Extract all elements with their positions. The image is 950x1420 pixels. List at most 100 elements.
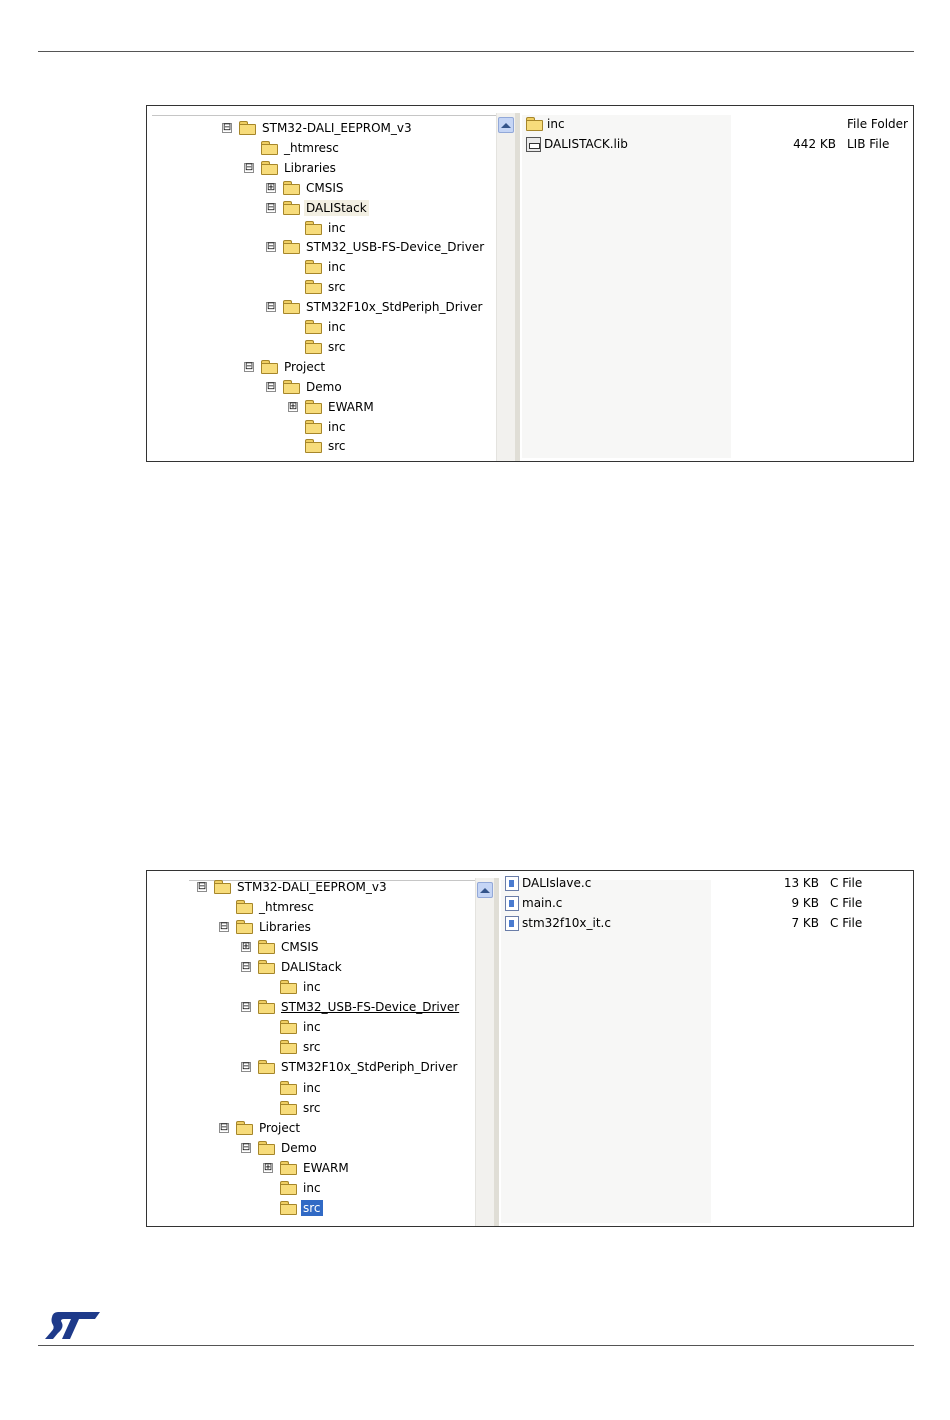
file-type: File Folder — [847, 117, 908, 131]
tree-node[interactable]: ⊟ Demo — [266, 377, 344, 397]
tree-node[interactable]: src — [263, 1198, 323, 1218]
c-file-icon — [505, 875, 519, 891]
collapse-minus-icon[interactable]: ⊟ — [197, 881, 207, 892]
expand-plus-icon[interactable]: ⊞ — [241, 941, 251, 953]
expand-plus-icon[interactable]: ⊞ — [263, 1161, 273, 1173]
tree-node-label: inc — [328, 419, 346, 434]
tree-node[interactable]: ⊞CMSIS — [266, 178, 346, 198]
tree-node[interactable]: inc — [263, 1017, 323, 1037]
expand-plus-icon[interactable]: ⊞ — [266, 181, 276, 193]
file-size: 7 KB — [791, 916, 819, 930]
tree-node[interactable]: src — [288, 277, 348, 297]
tree-node[interactable]: inc — [288, 317, 348, 337]
collapse-minus-icon[interactable]: ⊟ — [241, 961, 251, 973]
explorer-window-demo-src: ⊟STM32-DALI_EEPROM_v3_htmresc⊟Libraries⊞… — [146, 870, 914, 1227]
tree-node[interactable]: ⊟Project — [244, 357, 327, 377]
tree-node-label: inc — [303, 980, 321, 995]
tree-node[interactable]: ⊟ STM32F10x_StdPeriph_Driver — [266, 297, 484, 317]
tree-node[interactable]: inc — [263, 1178, 323, 1198]
collapse-minus-icon[interactable]: ⊟ — [241, 1141, 251, 1153]
tree-node-label: EWARM — [328, 399, 374, 414]
tree-node[interactable]: inc — [263, 977, 323, 997]
tree-node-label: src — [303, 1100, 321, 1115]
tree-node-label: src — [328, 280, 346, 295]
c-file-icon — [505, 895, 519, 911]
tree-node-label: inc — [303, 1180, 321, 1195]
expand-plus-icon[interactable]: ⊞ — [288, 400, 298, 412]
collapse-minus-icon[interactable]: ⊟ — [266, 301, 276, 313]
tree-header-line — [152, 115, 496, 116]
tree-node-label: _htmresc — [284, 140, 339, 155]
tree-node-label: STM32F10x_StdPeriph_Driver — [306, 300, 483, 315]
tree-node-label: DALIStack — [304, 199, 369, 216]
file-name: DALISTACK.lib — [544, 137, 628, 151]
scroll-up-arrow-icon[interactable] — [498, 117, 514, 133]
c-file-icon — [505, 915, 519, 931]
folder-icon — [283, 200, 300, 215]
file-size: 442 KB — [793, 137, 836, 151]
collapse-minus-icon[interactable]: ⊟ — [244, 360, 254, 372]
tree-node-label: EWARM — [303, 1160, 349, 1175]
folder-tree: ⊟STM32-DALI_EEPROM_v3_htmresc⊟Libraries⊞… — [189, 871, 475, 1226]
tree-node[interactable]: ⊟DALIStack — [241, 957, 344, 977]
tree-node[interactable]: ⊟ STM32F10x_StdPeriph_Driver — [241, 1057, 459, 1077]
folder-icon — [280, 980, 297, 995]
tree-node[interactable]: ⊞ EWARM — [288, 397, 376, 417]
collapse-minus-icon[interactable]: ⊟ — [266, 201, 276, 213]
tree-node[interactable]: src — [288, 337, 348, 357]
tree-node[interactable]: ⊟ Demo — [241, 1138, 319, 1158]
file-name-cell: inc — [526, 114, 565, 134]
folder-icon — [261, 359, 278, 374]
folder-icon — [305, 320, 322, 334]
tree-node[interactable]: inc — [263, 1078, 323, 1098]
tree-scrollbar[interactable] — [475, 878, 495, 1226]
collapse-minus-icon[interactable]: ⊟ — [241, 1001, 251, 1013]
tree-node[interactable]: ⊞ EWARM — [263, 1158, 351, 1178]
collapse-minus-icon[interactable]: ⊟ — [222, 122, 232, 133]
tree-node[interactable]: ⊟STM32_USB-FS-Device_Driver — [241, 997, 461, 1017]
folder-tree: ⊟STM32-DALI_EEPROM_v3_htmresc⊟Libraries⊞… — [152, 106, 496, 461]
tree-node[interactable]: ⊟Project — [219, 1118, 302, 1138]
tree-node[interactable]: src — [263, 1037, 323, 1057]
folder-icon — [258, 940, 275, 955]
tree-node[interactable]: src — [263, 1098, 323, 1118]
tree-node[interactable]: ⊟STM32-DALI_EEPROM_v3 — [197, 877, 389, 897]
pane-splitter[interactable] — [494, 878, 499, 1226]
collapse-minus-icon[interactable]: ⊟ — [266, 380, 276, 392]
folder-icon — [305, 220, 322, 235]
tree-node-label: STM32F10x_StdPeriph_Driver — [281, 1060, 458, 1075]
tree-node[interactable]: _htmresc — [244, 138, 341, 158]
collapse-minus-icon[interactable]: ⊟ — [219, 1121, 229, 1133]
collapse-minus-icon[interactable]: ⊟ — [241, 1061, 251, 1073]
collapse-minus-icon[interactable]: ⊟ — [244, 161, 254, 173]
tree-node[interactable]: inc — [288, 218, 348, 238]
tree-node[interactable]: src — [288, 436, 348, 456]
folder-icon — [305, 280, 322, 295]
tree-node-label: Demo — [281, 1140, 317, 1155]
collapse-minus-icon[interactable]: ⊟ — [266, 241, 276, 253]
tree-node[interactable]: ⊟Libraries — [244, 158, 338, 178]
collapse-minus-icon[interactable]: ⊟ — [219, 921, 229, 933]
tree-node[interactable]: ⊟STM32-DALI_EEPROM_v3 — [222, 118, 414, 138]
tree-node-label: inc — [328, 220, 346, 235]
file-size — [776, 114, 836, 134]
folder-icon — [305, 339, 322, 354]
tree-node[interactable]: ⊞CMSIS — [241, 937, 321, 957]
tree-node[interactable]: inc — [288, 417, 348, 437]
file-size: 13 KB — [783, 876, 819, 890]
tree-node[interactable]: ⊟ DALIStack — [266, 198, 369, 218]
tree-node[interactable]: ⊟STM32_USB-FS-Device_Driver — [266, 237, 486, 257]
scroll-up-arrow-icon[interactable] — [477, 882, 493, 898]
pane-splitter[interactable] — [515, 113, 520, 461]
tree-node[interactable]: ⊟Libraries — [219, 917, 313, 937]
tree-scrollbar[interactable] — [496, 113, 516, 461]
tree-node[interactable]: _htmresc — [219, 897, 316, 917]
file-row[interactable]: inc File Folder — [522, 114, 913, 134]
folder-icon — [283, 300, 300, 315]
tree-node-label: Demo — [306, 379, 342, 394]
tree-node[interactable]: inc — [288, 257, 348, 277]
